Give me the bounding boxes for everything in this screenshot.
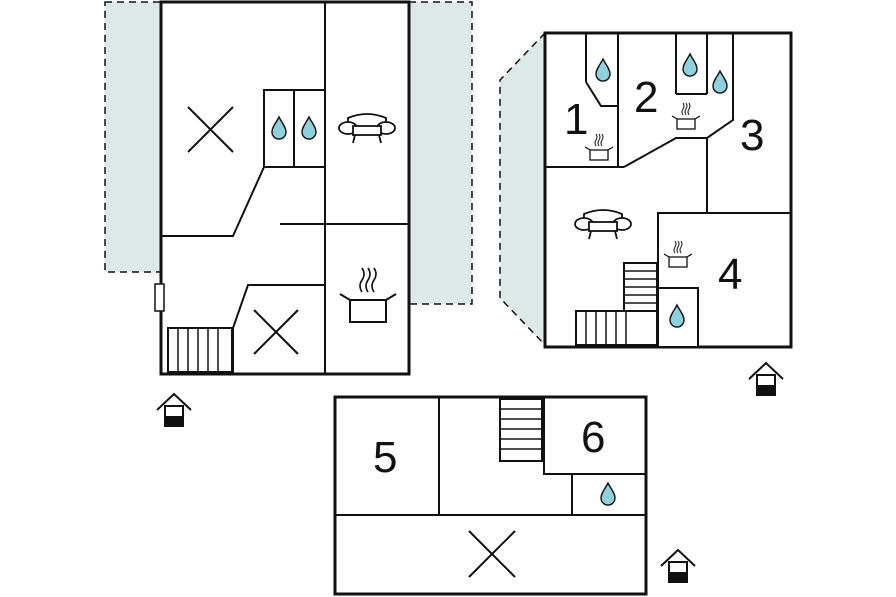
- floorplan-right: 1 2 3 4: [499, 31, 793, 396]
- bathroom-room-4: [657, 287, 699, 348]
- outer-wall: [333, 395, 648, 596]
- door-icon: [154, 283, 165, 312]
- room-label-1: 1: [564, 95, 588, 144]
- room-label-3: 3: [740, 111, 764, 160]
- bedroom-cross-icon: [187, 106, 234, 153]
- room-label-2: 2: [634, 73, 658, 122]
- room-label-5: 5: [373, 433, 397, 482]
- floorplan-bottom: 5 6: [333, 395, 696, 596]
- house-entrance-icon: [660, 549, 696, 583]
- stairs-icon: [499, 398, 543, 462]
- terrace: [499, 31, 546, 347]
- stairs-icon: [575, 262, 658, 346]
- house-entrance-icon: [156, 393, 192, 427]
- floorplan-left: [104, 0, 473, 427]
- terrace-left: [104, 1, 162, 273]
- room-label-6: 6: [581, 413, 605, 462]
- room-label-4: 4: [718, 250, 742, 299]
- interior-walls: [545, 33, 791, 347]
- house-entrance-icon: [748, 362, 784, 396]
- interior-walls: [335, 397, 646, 516]
- terrace-right: [408, 1, 473, 305]
- bedroom-cross-icon: [253, 309, 299, 355]
- stairs-icon: [167, 327, 233, 373]
- bedroom-cross-icon: [468, 530, 516, 578]
- bathroom-left: [263, 89, 326, 168]
